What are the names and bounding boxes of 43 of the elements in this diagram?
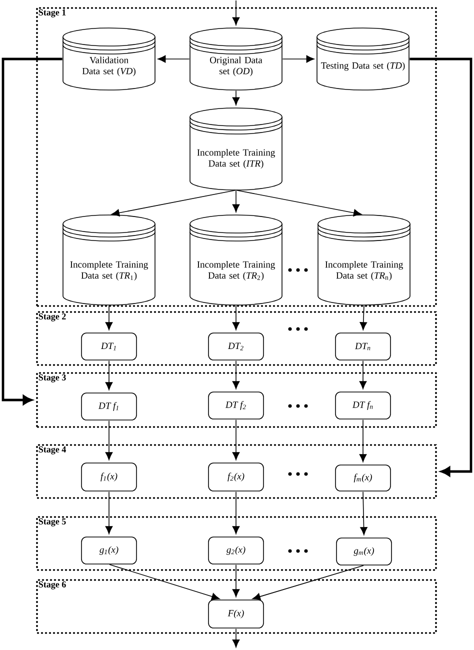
process-box: DT$_{n}$ xyxy=(335,332,391,360)
process-box: g$_{2}$(x) xyxy=(208,536,264,564)
arrow xyxy=(236,190,362,216)
arrow xyxy=(232,360,240,390)
process-box: DT$_{1}$ xyxy=(81,332,137,360)
arrow xyxy=(105,420,113,460)
database-cylinder: Incomplete Training Data set (TR$_{1}$) xyxy=(62,214,156,306)
process-box: f$_{1}$(x) xyxy=(81,462,137,492)
database-cylinder: Incomplete Training Data set (ITR) xyxy=(190,108,282,190)
arrow xyxy=(282,55,314,63)
process-box: f$_{m}$(x) xyxy=(335,464,391,492)
arrow xyxy=(2,58,62,405)
arrow xyxy=(232,305,240,330)
arrow xyxy=(232,420,240,460)
database-cylinder: Validation Data set (VD) xyxy=(62,28,156,90)
process-box: g$_{m}$(x) xyxy=(336,538,392,566)
arrow xyxy=(105,360,113,390)
arrow xyxy=(111,190,236,216)
arrow xyxy=(360,305,367,330)
arrow xyxy=(232,90,240,106)
process-box: DT f$_{2}$ xyxy=(208,392,264,420)
arrow xyxy=(232,628,240,648)
database-cylinder: Incomplete Training Data set (TR$_{n}$) xyxy=(318,214,410,306)
arrow xyxy=(232,564,240,598)
database-cylinder: Testing Data set (TD) xyxy=(316,28,410,90)
arrow xyxy=(105,492,113,534)
arrow xyxy=(232,0,240,26)
arrow xyxy=(105,305,113,330)
process-box: F(x) xyxy=(208,600,264,628)
arrow xyxy=(360,492,368,536)
arrow xyxy=(410,58,472,476)
process-box: g$_{1}$(x) xyxy=(81,536,137,564)
process-box: DT f$_{1}$ xyxy=(81,392,137,420)
arrow xyxy=(232,492,240,534)
process-box: f$_{2}$(x) xyxy=(208,462,264,492)
process-box: DT f$_{n}$ xyxy=(335,392,391,420)
process-box: DT$_{2}$ xyxy=(208,332,264,360)
database-cylinder: Original Data set (OD) xyxy=(190,28,282,90)
arrow xyxy=(359,360,367,390)
arrow xyxy=(359,420,367,462)
arrow xyxy=(232,190,240,212)
arrow xyxy=(158,55,190,63)
database-cylinder: Incomplete Training Data set (TR$_{2}$) xyxy=(190,214,282,306)
